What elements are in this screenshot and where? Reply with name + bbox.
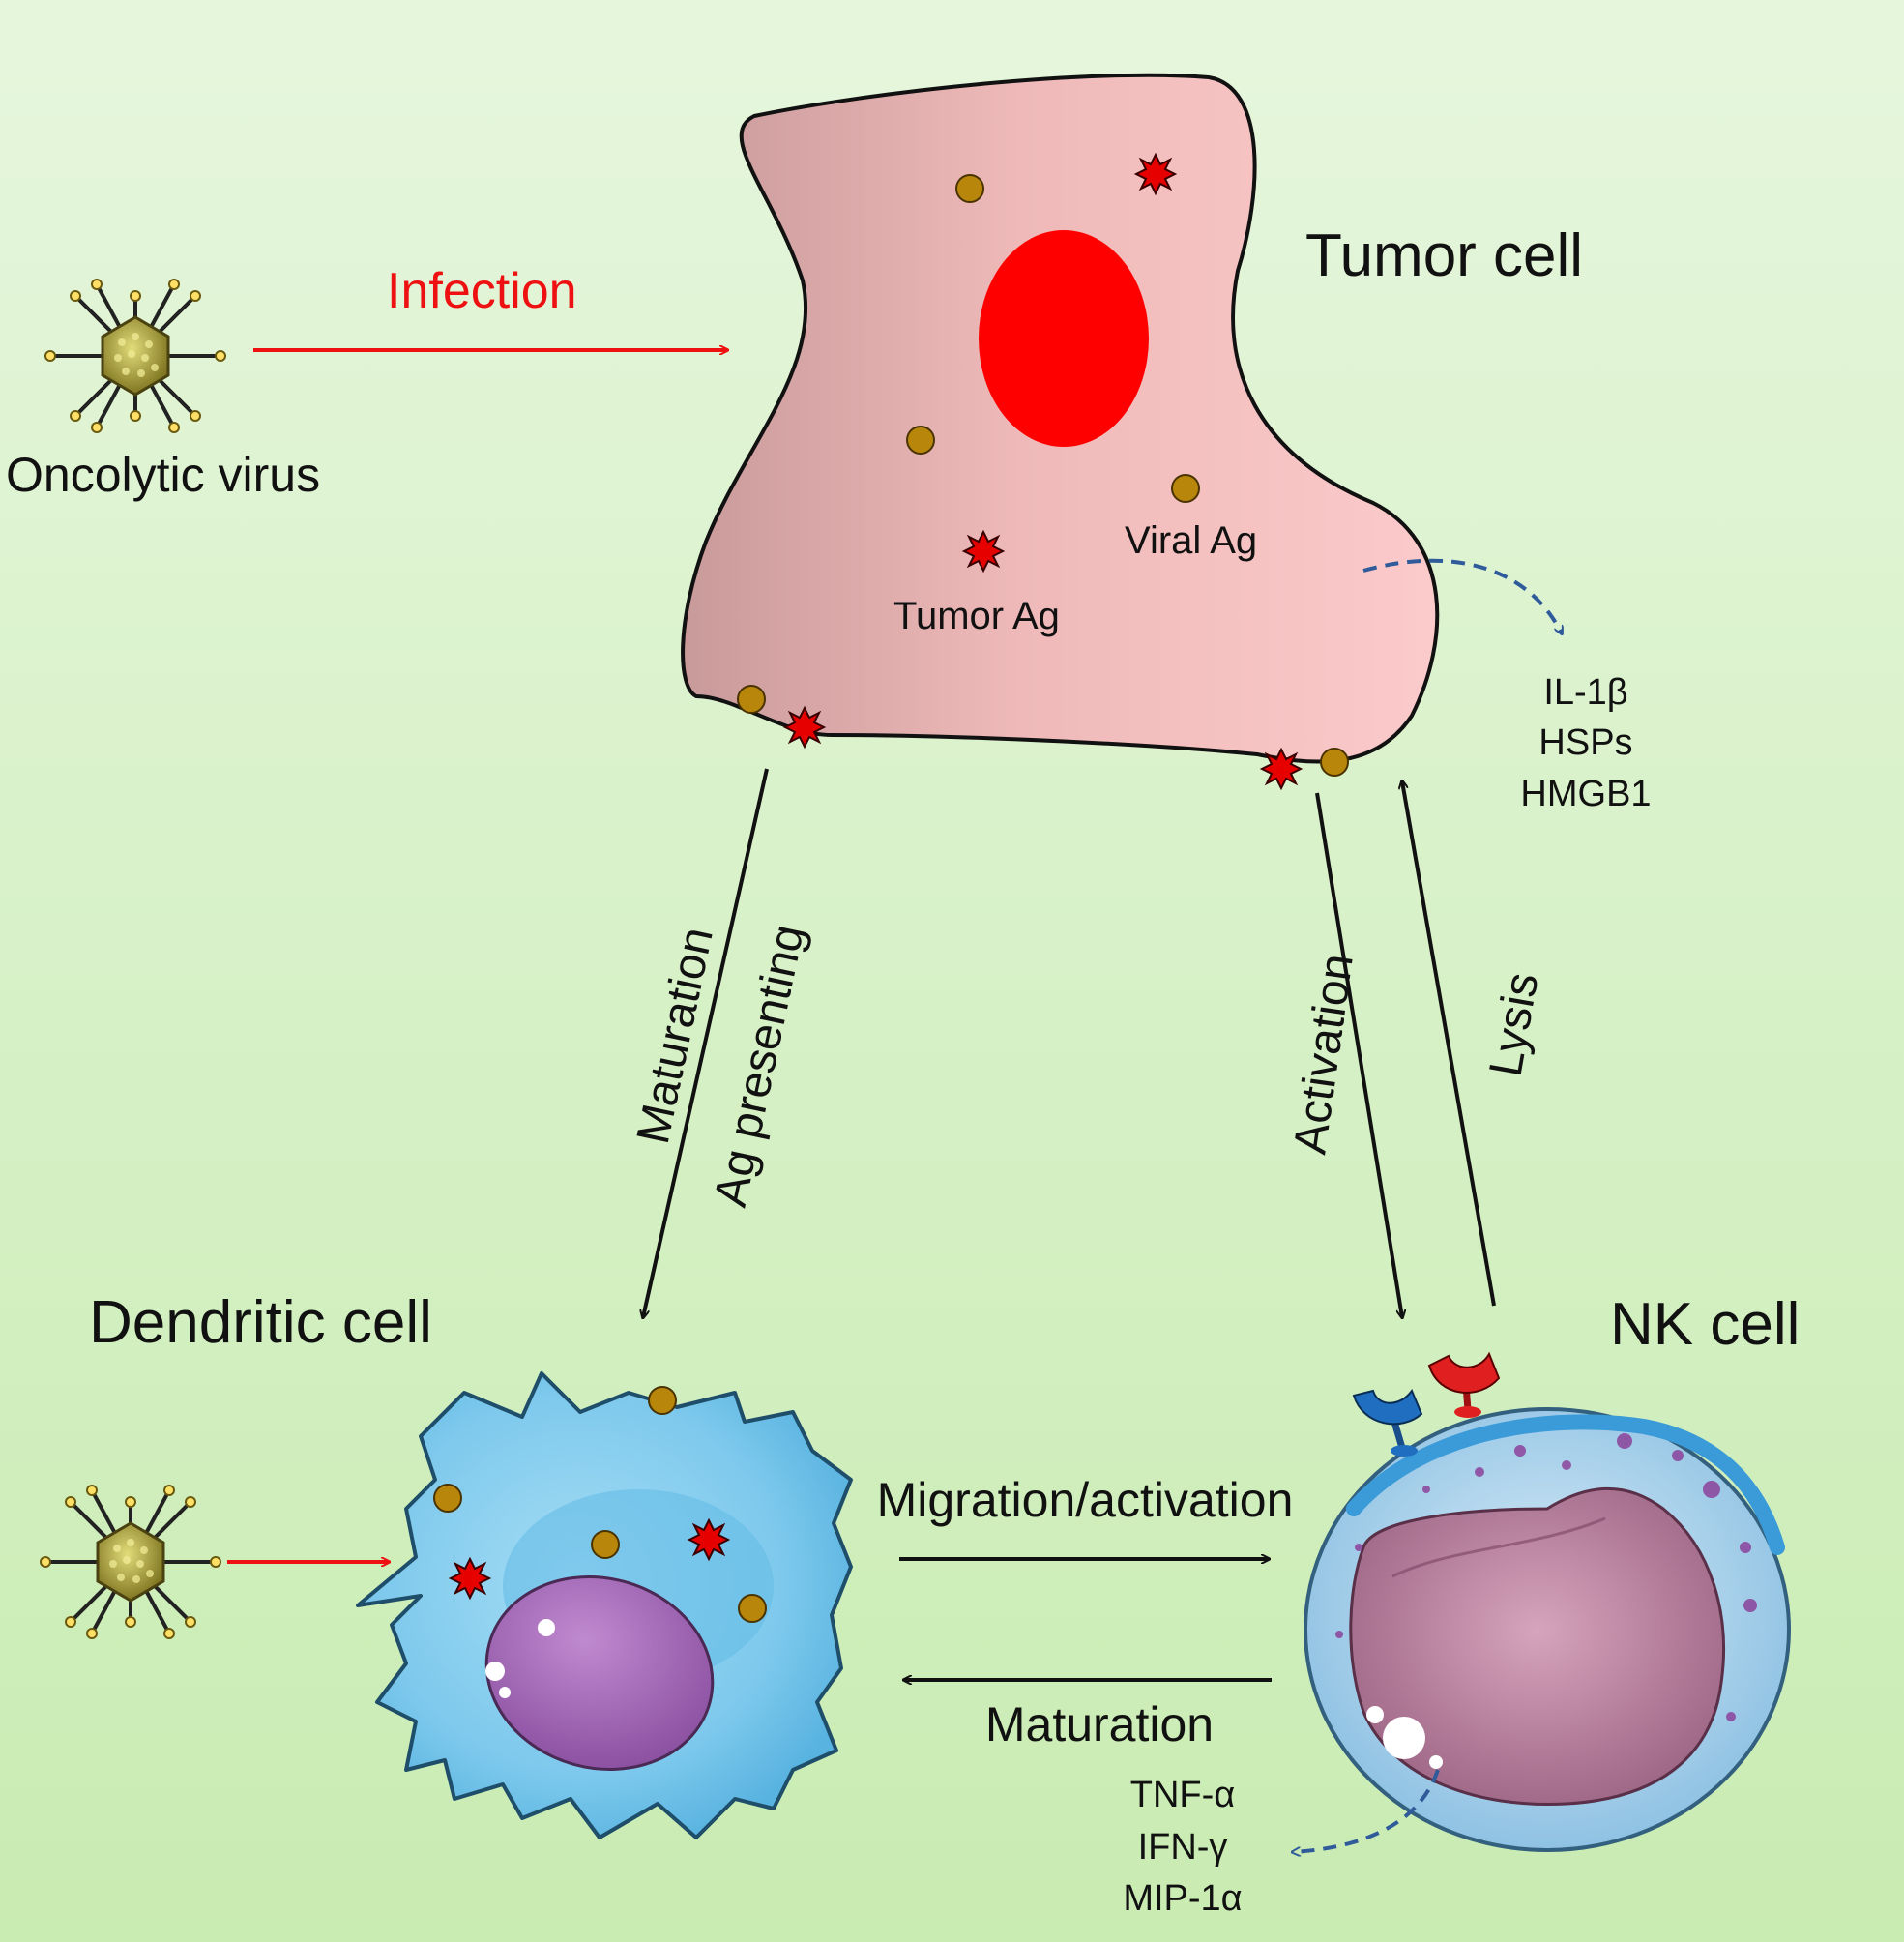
nk-release-list: TNF-α IFN-γ MIP-1α — [1123, 1775, 1242, 1919]
nk-receptor-blue — [1352, 1388, 1423, 1456]
tumor-ag-particle — [784, 707, 825, 748]
viral-ag-particle — [648, 1386, 677, 1415]
tumor-nucleus — [979, 230, 1149, 447]
nk-granule — [1672, 1450, 1684, 1461]
tumor-release-item: HMGB1 — [1520, 774, 1651, 814]
tumor-release-item: IL-1β — [1543, 672, 1627, 713]
tumor-ag-label: Tumor Ag — [893, 595, 1060, 637]
tumor-ag-particle — [1135, 154, 1176, 194]
nk-release-item: IFN-γ — [1138, 1827, 1228, 1868]
nk-granule — [1422, 1486, 1430, 1493]
nk-granule — [1475, 1467, 1484, 1477]
viral-antigen-particles — [737, 174, 1349, 777]
nk-granule — [1355, 1544, 1362, 1551]
maturation-bottom-label: Maturation — [985, 1697, 1214, 1751]
migration-activation-label: Migration/activation — [877, 1473, 1294, 1527]
nucleus-highlight — [538, 1619, 555, 1636]
nk-release-item: TNF-α — [1130, 1775, 1236, 1815]
nk-vesicle — [1383, 1717, 1425, 1759]
nk-release-arrow — [1293, 1769, 1440, 1852]
nk-granule — [1726, 1712, 1736, 1721]
oncolytic-virus-label: Oncolytic virus — [6, 448, 320, 502]
nk-receptor-red — [1427, 1351, 1501, 1418]
viral-ag-particle — [1320, 748, 1349, 777]
tumor-ag-particle — [688, 1519, 729, 1560]
nk-granule — [1617, 1433, 1632, 1449]
viral-ag-particle — [738, 1594, 767, 1623]
dendritic-cell-label: Dendritic cell — [89, 1289, 432, 1356]
nk-granule — [1703, 1481, 1720, 1498]
nucleus-highlight — [485, 1662, 505, 1681]
nk-granule — [1514, 1445, 1526, 1456]
tumor-cell: Viral Ag Tumor Ag — [681, 73, 1440, 789]
tumor-ag-particle — [1261, 749, 1302, 789]
tumor-release-list: IL-1β HSPs HMGB1 — [1520, 672, 1651, 814]
nk-granule — [1562, 1460, 1571, 1470]
nk-granule — [1740, 1542, 1751, 1553]
viral-ag-particle — [591, 1530, 620, 1559]
viral-ag-particle — [1171, 474, 1200, 503]
nk-vesicle — [1429, 1755, 1443, 1769]
nk-cell-membrane-band — [1346, 1414, 1785, 1555]
viral-ag-label: Viral Ag — [1125, 519, 1257, 562]
tumor-ag-particle — [450, 1558, 490, 1599]
nk-cell-label: NK cell — [1610, 1291, 1800, 1358]
nk-release-item: MIP-1α — [1123, 1878, 1242, 1919]
viral-ag-particle — [906, 426, 935, 455]
dendritic-cell — [356, 1371, 853, 1839]
infection-label: Infection — [387, 263, 577, 319]
tumor-release-item: HSPs — [1538, 722, 1632, 763]
nk-nucleus — [1349, 1486, 1725, 1807]
nk-cell — [1304, 1351, 1791, 1852]
viral-ag-particle — [955, 174, 984, 203]
tumor-release-arrow — [1362, 558, 1562, 633]
nk-vesicle — [1366, 1706, 1384, 1723]
nucleus-highlight — [499, 1687, 511, 1698]
activation-arrow — [1315, 792, 1402, 1317]
nk-nucleus-fold — [1391, 1516, 1606, 1578]
nk-granule — [1743, 1599, 1757, 1612]
lysis-arrow — [1402, 781, 1496, 1307]
maturation-ag-presenting-arrow — [643, 768, 769, 1317]
nk-granule — [1335, 1631, 1343, 1638]
tumor-cell-label: Tumor cell — [1305, 222, 1583, 289]
tumor-ag-particle — [963, 531, 1004, 572]
viral-ag-particle — [433, 1484, 462, 1513]
viral-ag-particle — [737, 685, 766, 714]
